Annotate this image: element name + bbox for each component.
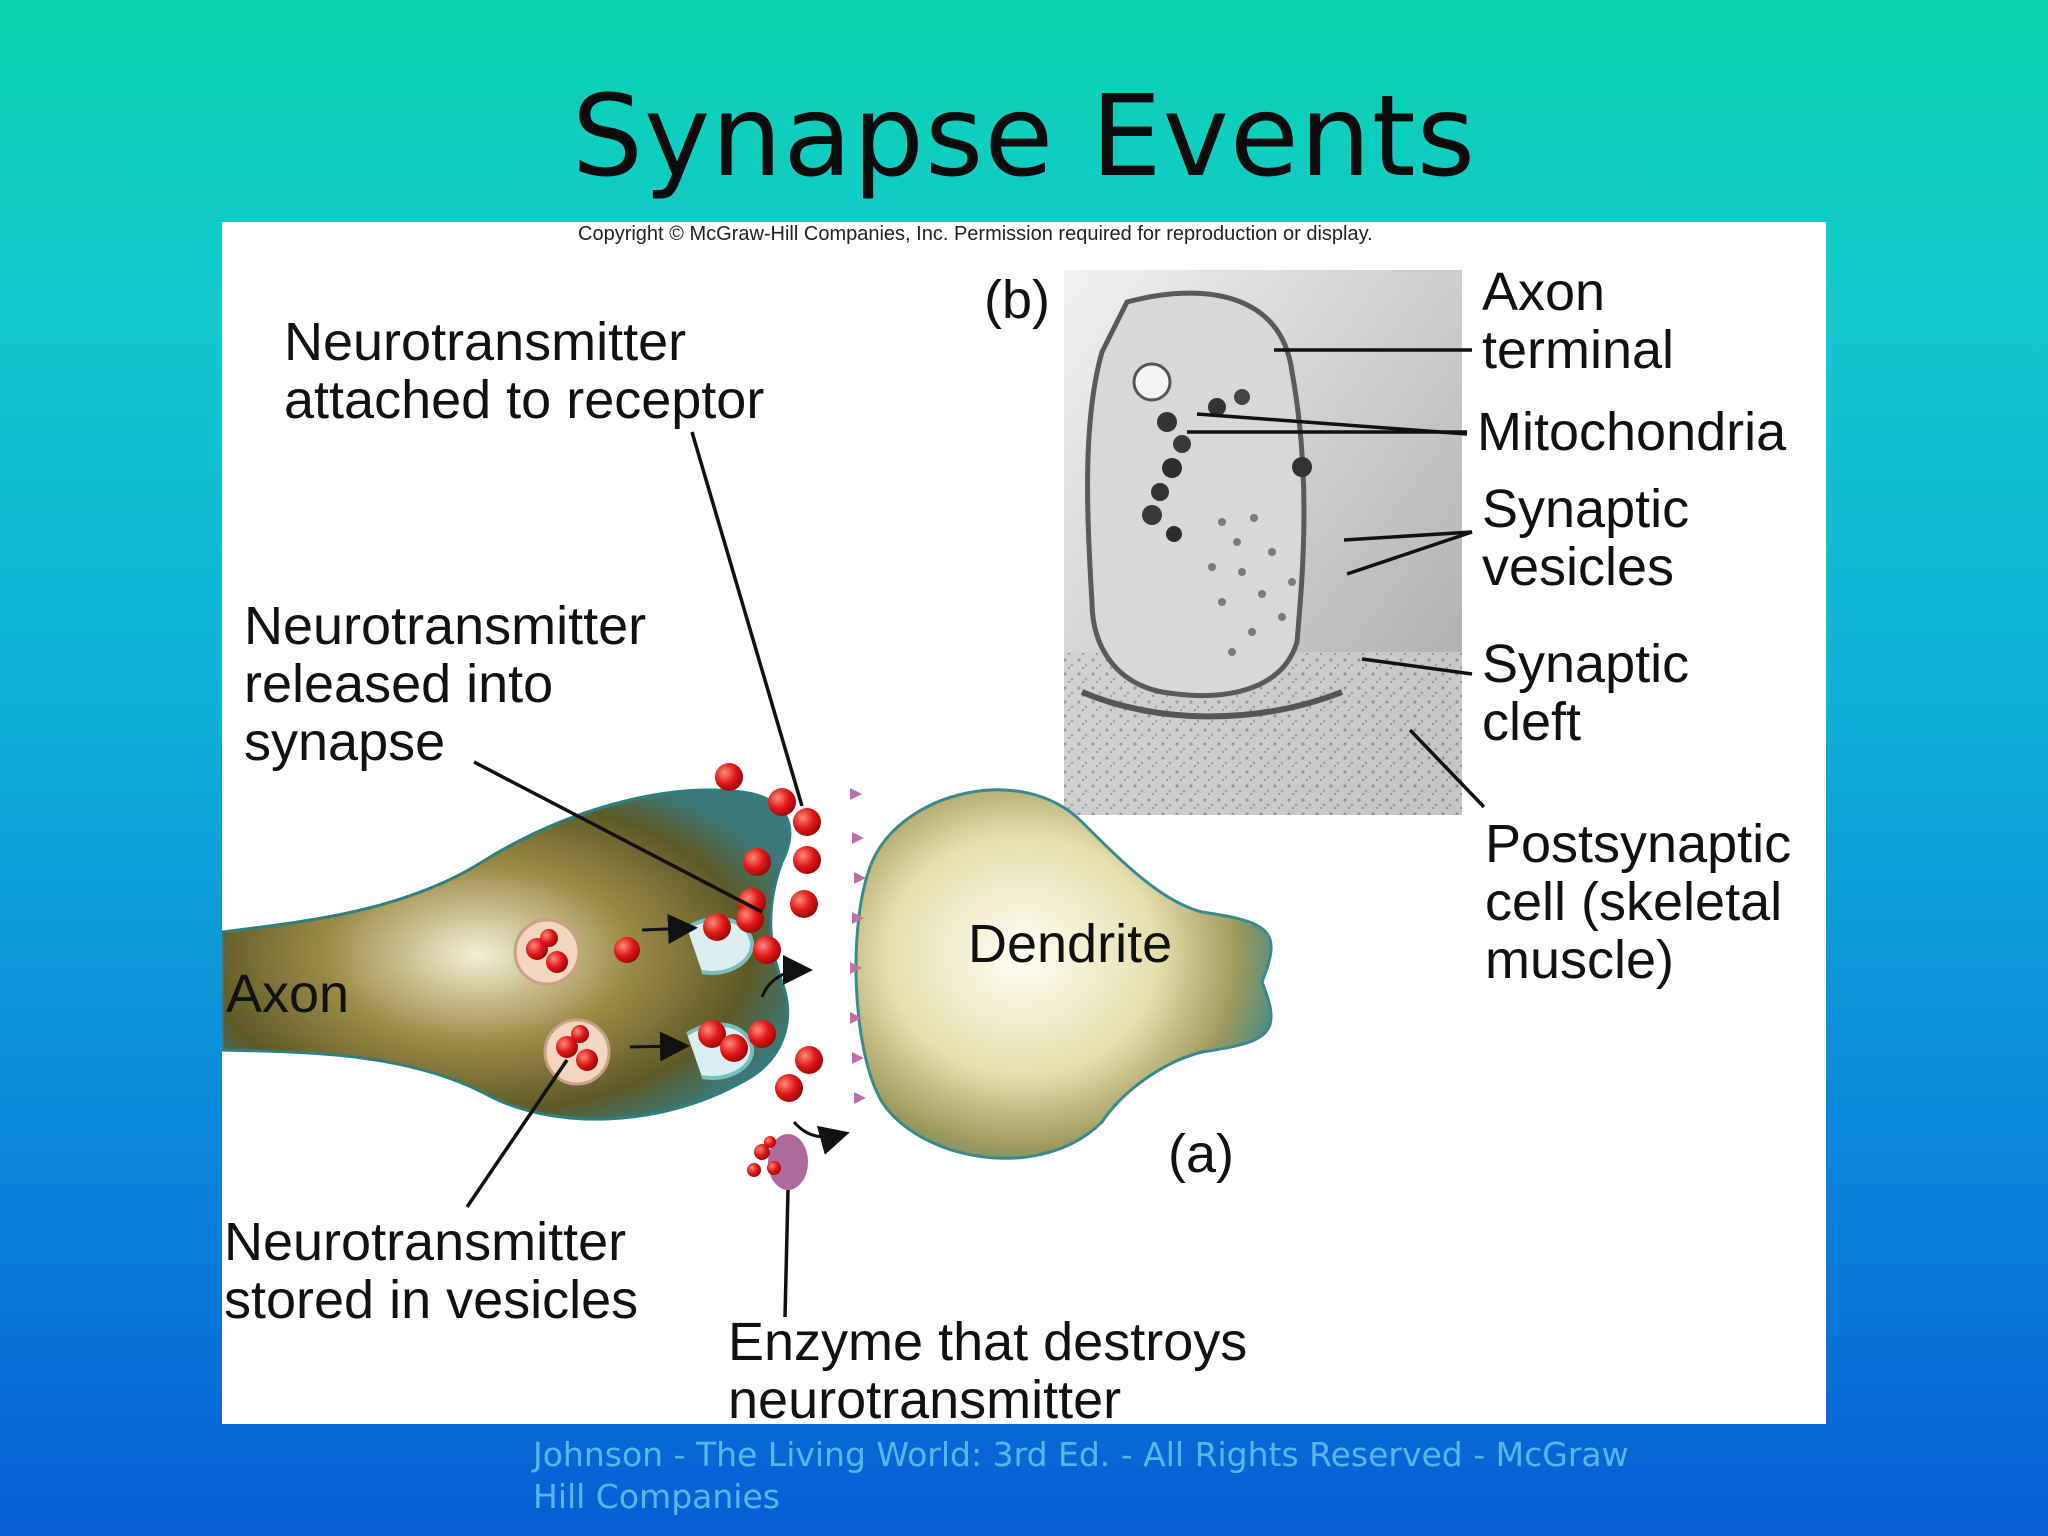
process-arrows	[629, 913, 850, 1155]
label-synaptic-cleft-line1: Synaptic	[1482, 634, 1689, 694]
label-synaptic-vesicles-line2: vesicles	[1482, 537, 1674, 597]
label-postsynaptic-line3: muscle)	[1485, 930, 1674, 990]
micrograph-panel	[1064, 270, 1462, 815]
panel-a-marker: (a)	[1168, 1124, 1234, 1184]
copyright-notice: Copyright © McGraw-Hill Companies, Inc. …	[578, 223, 1373, 245]
slide-footer: Johnson - The Living World: 3rd Ed. - Al…	[533, 1435, 1629, 1516]
axon-shape	[222, 788, 792, 1121]
label-synaptic-cleft-line2: cleft	[1482, 692, 1581, 752]
neurotransmitter-molecules	[698, 763, 823, 1102]
label-axon: Axon	[226, 964, 349, 1024]
micrograph-mitochondria	[1142, 389, 1312, 542]
label-stored-line1: Neurotransmitter	[224, 1212, 626, 1272]
micrograph-axon-terminal	[1085, 290, 1307, 698]
label-postsynaptic-line1: Postsynaptic	[1485, 814, 1791, 874]
label-mitochondria: Mitochondria	[1477, 402, 1787, 462]
illustration-leader-lines	[465, 431, 804, 1318]
label-released-line1: Neurotransmitter	[244, 596, 646, 656]
label-released-line2: released into	[244, 654, 553, 714]
label-stored-line2: stored in vesicles	[224, 1270, 638, 1330]
slide-title: Synapse Events	[571, 72, 1477, 202]
receptors	[850, 788, 866, 1104]
label-synaptic-vesicles-line1: Synaptic	[1482, 479, 1689, 539]
panel-b-marker: (b)	[984, 270, 1050, 330]
label-enzyme-line2: neurotransmitter	[728, 1370, 1121, 1424]
label-enzyme-line1: Enzyme that destroys	[728, 1312, 1247, 1372]
synapse-illustration	[222, 763, 1273, 1190]
label-postsynaptic-line2: cell (skeletal	[1485, 872, 1782, 932]
dendrite-shape	[854, 788, 1273, 1160]
micrograph-leader-lines	[1187, 348, 1486, 809]
label-released-line3: synapse	[244, 712, 445, 772]
synapse-figure: Copyright © McGraw-Hill Companies, Inc. …	[222, 222, 1826, 1424]
label-attached-line1: Neurotransmitter	[284, 312, 686, 372]
micrograph-vesicles	[1208, 514, 1296, 656]
label-axon-terminal-line1: Axon	[1482, 262, 1605, 322]
micrograph-vacuole	[1132, 362, 1172, 402]
label-attached-line2: attached to receptor	[284, 370, 764, 430]
enzyme-molecule	[747, 1134, 808, 1190]
micrograph-synaptic-cleft	[1080, 689, 1344, 720]
label-dendrite: Dendrite	[968, 914, 1172, 974]
synapse-diagram: Copyright © McGraw-Hill Companies, Inc. …	[222, 223, 1791, 1424]
label-axon-terminal-line2: terminal	[1482, 320, 1674, 380]
